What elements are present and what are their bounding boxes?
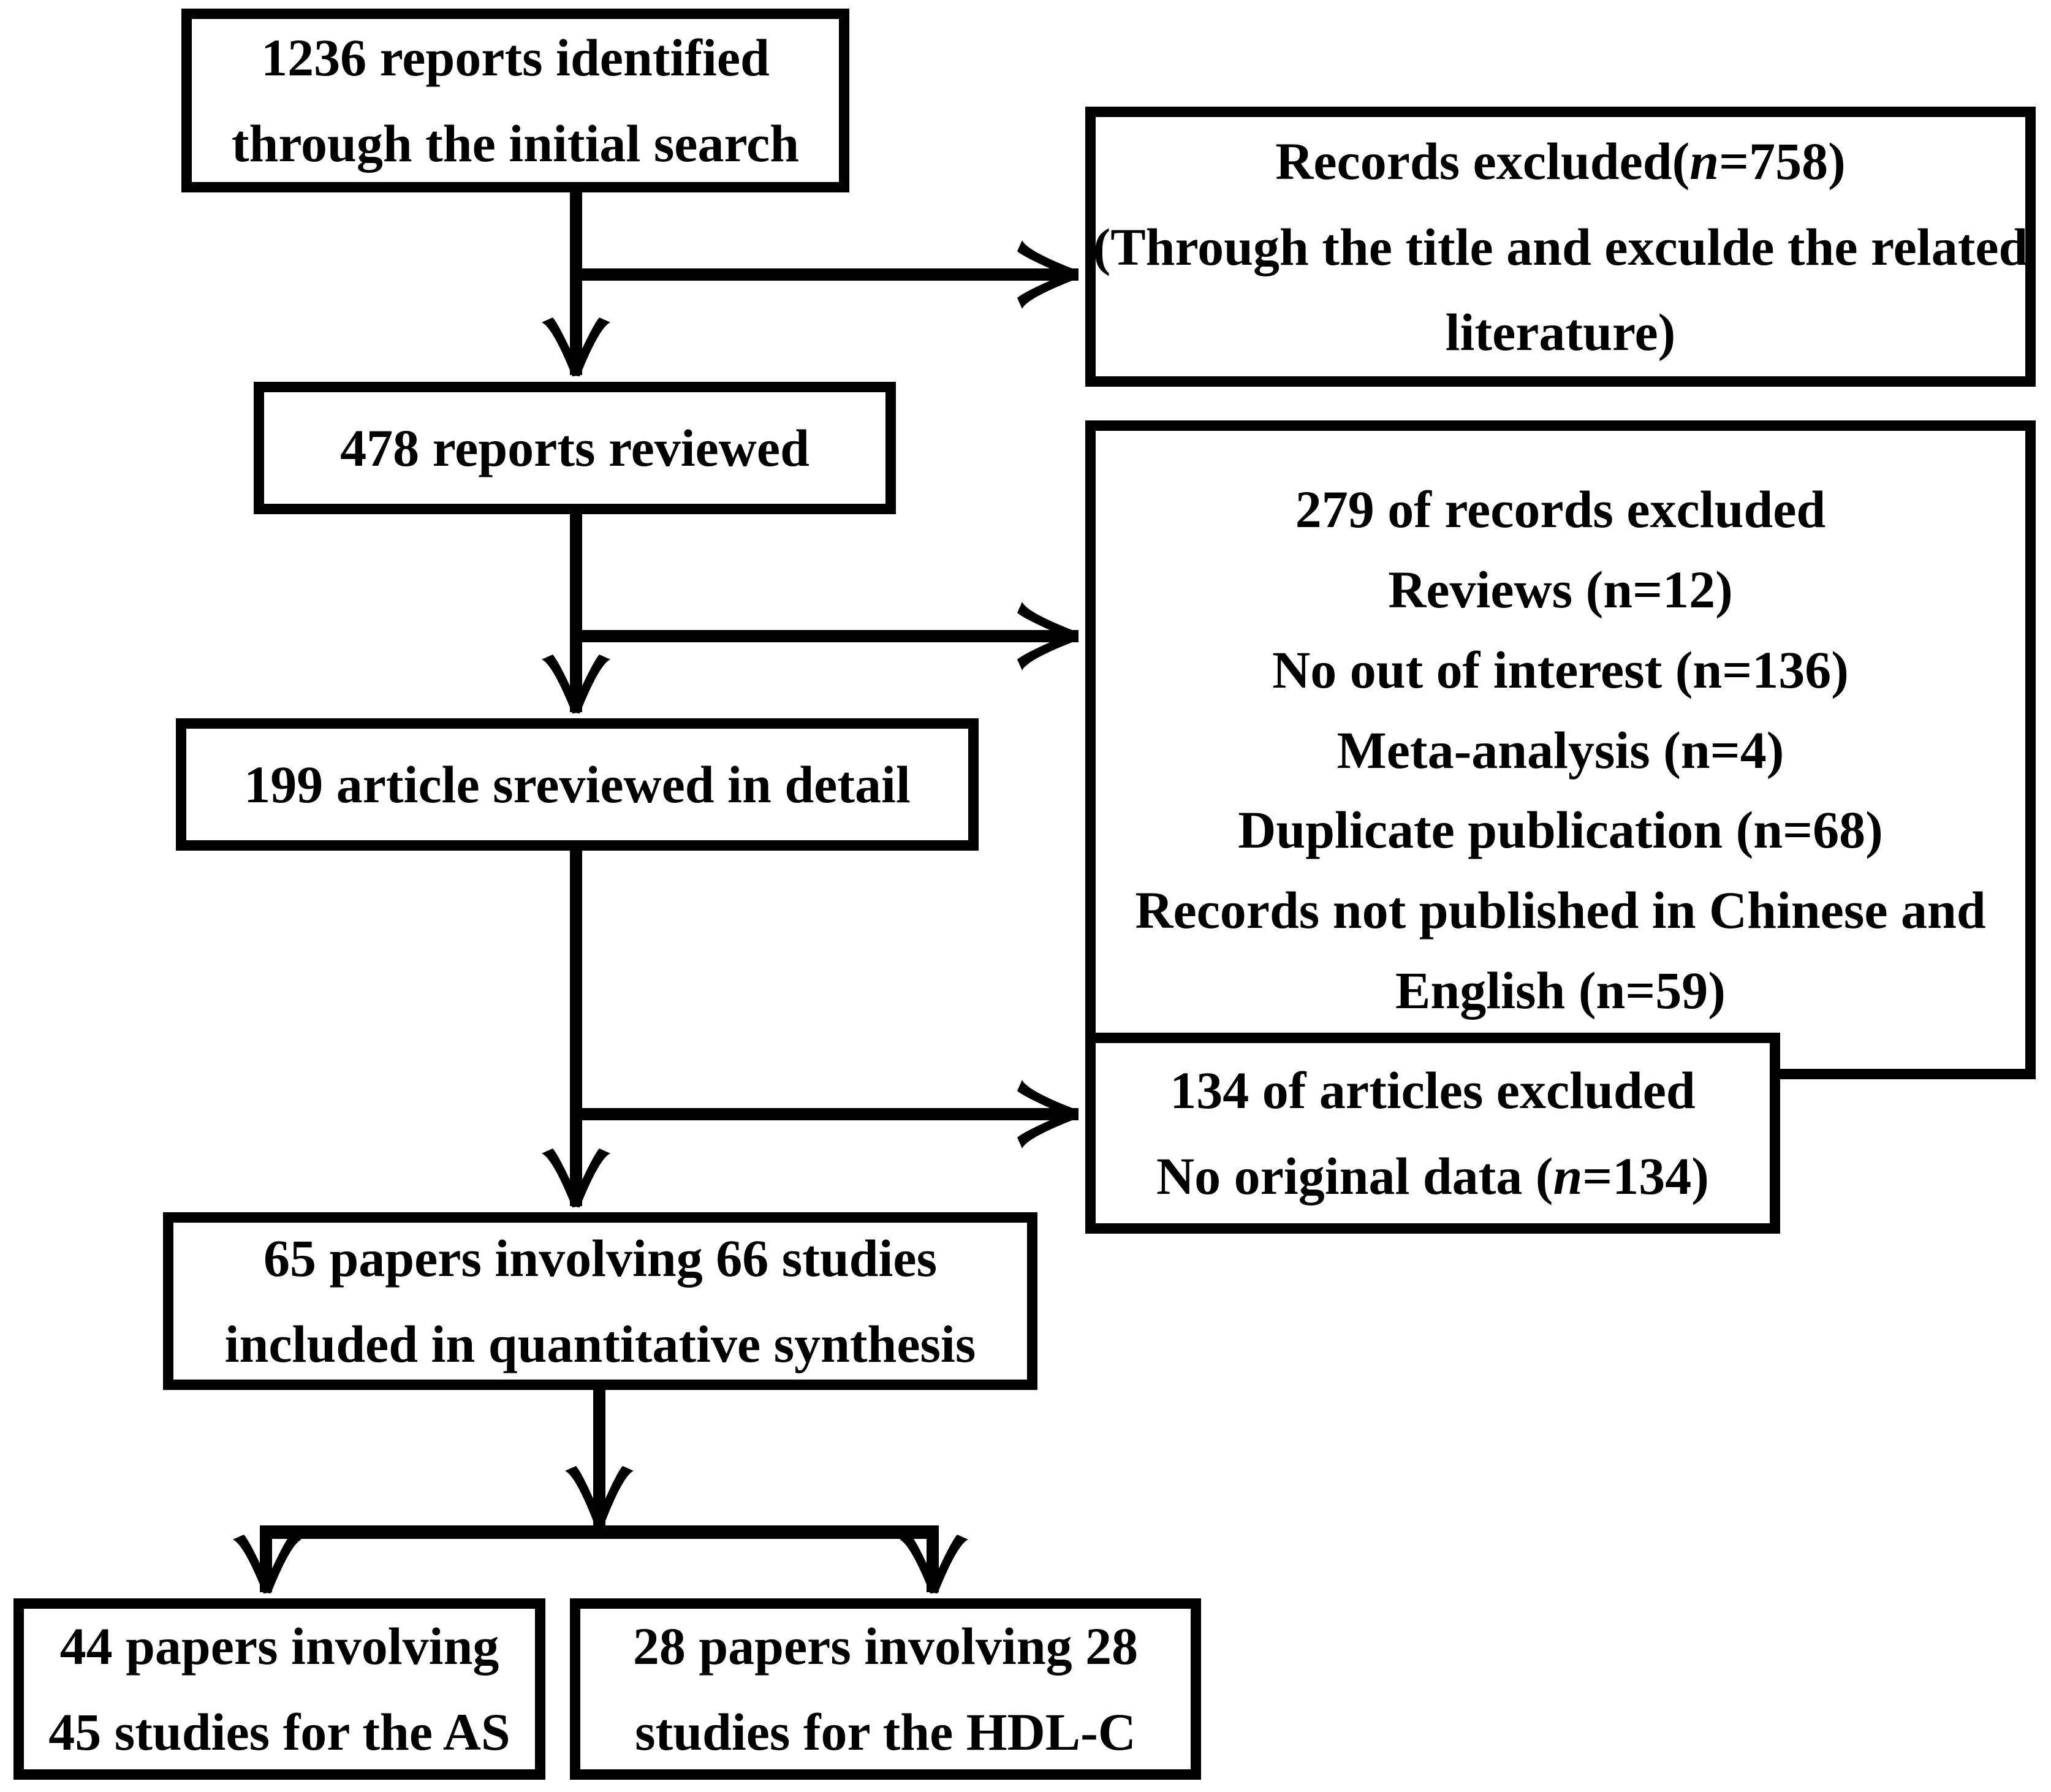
node-records-excluded-279-line-3: No out of interest (n=136) [1272,640,1849,699]
node-outcome-as: 44 papers involving 45 studies for the A… [13,1598,545,1780]
excluded-758-prefix: Records excluded( [1275,132,1690,191]
excluded-134-n-italic: n [1553,1146,1583,1205]
node-articles-reviewed-detail-199-line-1: 199 article sreviewed in detail [244,755,911,814]
node-outcome-as-line-2: 45 studies for the AS [48,1702,510,1761]
excluded-134-prefix: No original data ( [1156,1146,1553,1205]
arrowhead-down-to-detail [542,655,610,713]
node-records-excluded-279-line-6: Records not published in Chinese and [1135,880,1986,940]
arrowhead-right-to-excluded758 [1017,240,1079,309]
node-records-excluded-279: 279 of records excluded Reviews (n=12) N… [1085,420,2036,1079]
excluded-758-n-italic: n [1689,132,1719,191]
node-reports-reviewed-478-line-1: 478 reports reviewed [340,419,809,477]
node-articles-excluded-134: 134 of articles excluded No original dat… [1085,1033,1780,1234]
arrowhead-down-to-outcome-hdlc [900,1535,968,1593]
node-records-excluded-279-line-5: Duplicate publication (n=68) [1238,800,1883,860]
arrowhead-down-to-reviewed [542,317,610,376]
arrowhead-right-to-excluded279 [1017,602,1079,670]
node-outcome-hdlc-line-1: 28 papers involving 28 [632,1617,1139,1676]
node-records-excluded-279-line-7: English (n=59) [1395,960,1726,1020]
excluded-758-suffix: =758) [1719,132,1846,191]
node-articles-excluded-134-line-2: No original data (n=134) [1156,1150,1709,1202]
arrowhead-down-to-outcome-as [233,1535,301,1593]
node-articles-excluded-134-line-1: 134 of articles excluded [1170,1061,1696,1120]
excluded-134-suffix: =134) [1582,1146,1709,1205]
node-articles-reviewed-detail-199: 199 article sreviewed in detail [176,718,979,851]
node-papers-included-synthesis-line-2: included in quantitative synthesis [224,1314,976,1373]
arrowhead-right-to-excluded134 [1017,1080,1079,1148]
node-records-excluded-279-line-1: 279 of records excluded [1295,480,1826,539]
node-reports-identified: 1236 reports identified through the init… [181,9,849,192]
node-outcome-hdlc: 28 papers involving 28 studies for the H… [570,1598,1201,1780]
node-papers-included-synthesis: 65 papers involving 66 studies included … [163,1212,1037,1390]
node-reports-identified-line-2: through the initial search [231,113,800,173]
arrowhead-down-to-split-bar [565,1466,634,1527]
node-reports-reviewed-478: 478 reports reviewed [254,382,896,514]
node-records-excluded-758-line-2: (Through the title and exculde the relat… [1093,217,2028,276]
node-records-excluded-279-line-2: Reviews (n=12) [1388,560,1733,620]
node-records-excluded-758-line-1: Records excluded(n=758) [1275,135,1845,188]
node-records-excluded-758: Records excluded(n=758) (Through the tit… [1085,107,2036,387]
arrowhead-down-to-synthesis [542,1148,610,1207]
node-records-excluded-758-line-3: literature) [1445,302,1676,362]
node-records-excluded-279-line-4: Meta-analysis (n=4) [1336,720,1784,780]
node-reports-identified-line-1: 1236 reports identified [261,28,770,88]
node-papers-included-synthesis-line-1: 65 papers involving 66 studies [263,1229,938,1288]
node-outcome-as-line-1: 44 papers involving [59,1617,499,1676]
node-outcome-hdlc-line-2: studies for the HDL-C [635,1702,1136,1761]
